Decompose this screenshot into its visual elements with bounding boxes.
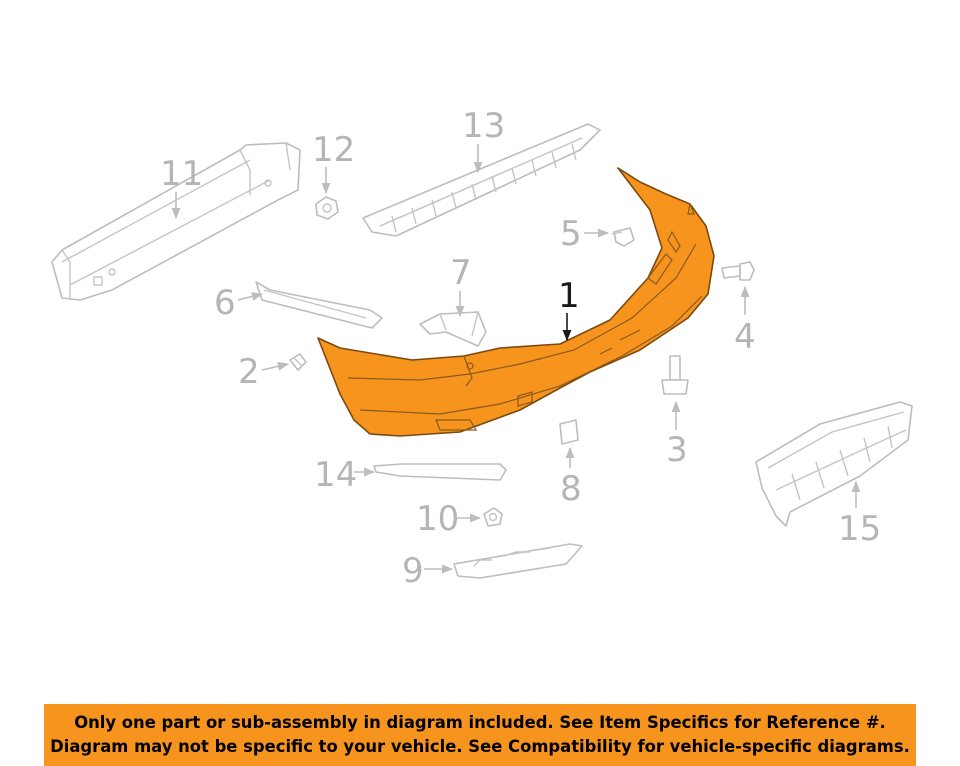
callout-8: 8	[560, 469, 582, 509]
part-6-bracket	[255, 281, 383, 329]
callout-4: 4	[734, 317, 756, 357]
callout-7: 7	[450, 253, 472, 293]
callout-2: 2	[238, 352, 260, 392]
part-4-bolt	[721, 261, 755, 281]
part-13-step-pad	[362, 123, 601, 237]
callout-10: 10	[416, 499, 459, 539]
callout-11: 11	[160, 154, 203, 194]
callout-5: 5	[560, 214, 582, 254]
callout-13: 13	[462, 106, 505, 146]
part-8-clip	[559, 419, 579, 445]
callout-1: 1	[558, 276, 580, 316]
disclaimer-line-2: Diagram may not be specific to your vehi…	[50, 737, 910, 756]
leader-2	[261, 361, 290, 371]
part-3-fastener	[661, 355, 689, 395]
disclaimer-banner: Only one part or sub-assembly in diagram…	[44, 704, 916, 766]
part-15-skid-plate	[755, 401, 913, 527]
part-10-nut	[483, 507, 503, 527]
callout-15: 15	[838, 509, 881, 549]
callout-3: 3	[666, 430, 688, 470]
part-9-reflector	[453, 543, 583, 579]
part-14-molding	[373, 463, 507, 481]
callout-9: 9	[402, 551, 424, 591]
part-5-clip	[611, 227, 635, 247]
parts-diagram: 11 12 13 5 4 6 7 2	[51, 106, 913, 591]
disclaimer-line-1: Only one part or sub-assembly in diagram…	[74, 713, 886, 732]
part-12-nut	[315, 196, 339, 220]
part-2-screw	[289, 353, 307, 371]
callout-6: 6	[214, 283, 236, 323]
callout-14: 14	[314, 455, 357, 495]
part-7-bracket	[419, 311, 487, 347]
part-1-bumper-cover	[317, 167, 715, 437]
callout-12: 12	[312, 130, 355, 170]
part-11-reinforcement-beam	[51, 142, 301, 301]
leader-6	[237, 292, 264, 301]
